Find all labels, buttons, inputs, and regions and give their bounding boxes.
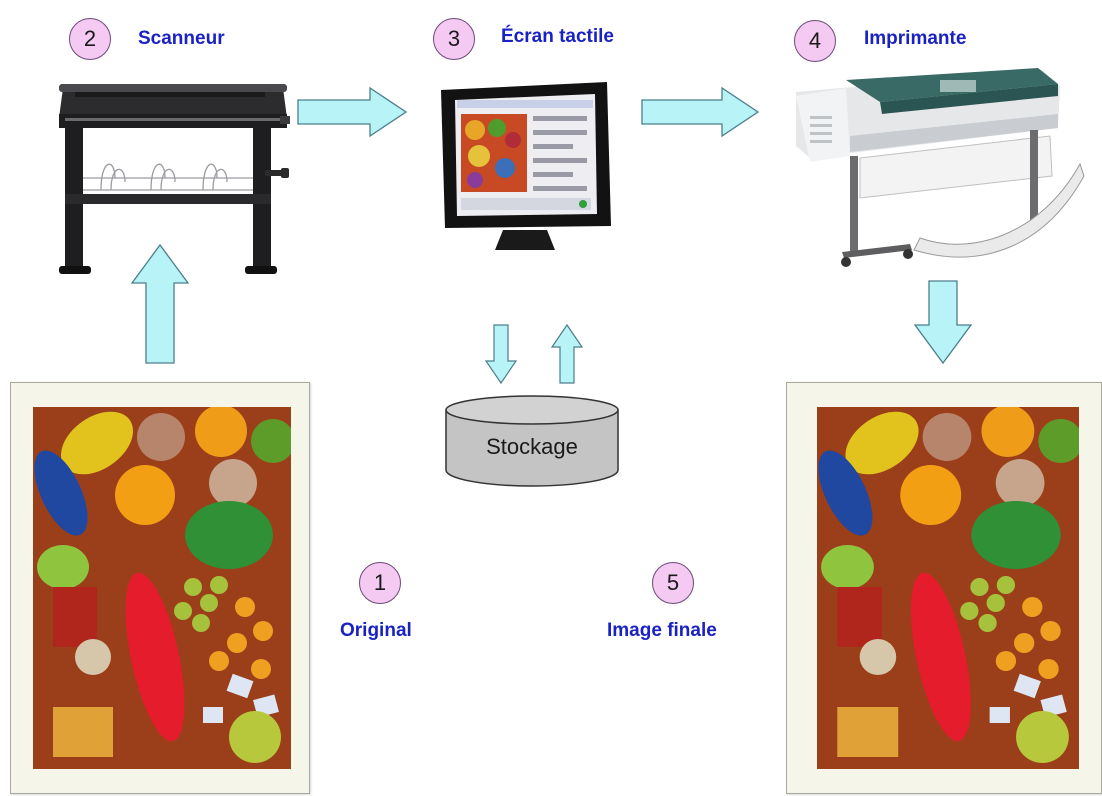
original-fruit-image: [33, 407, 291, 769]
storage-cylinder-icon: [445, 395, 619, 487]
step-3-number: 3: [433, 18, 475, 60]
final-photo-frame: [786, 382, 1102, 794]
step-2-number: 2: [69, 18, 111, 60]
arrow-storage-to-screen: [550, 323, 584, 385]
step-4-label-printer: Imprimante: [864, 28, 967, 49]
step-1-label-original: Original: [340, 620, 412, 641]
step-4-number: 4: [794, 20, 836, 62]
storage-cylinder: Stockage: [444, 394, 620, 490]
step-1-number: 1: [359, 562, 401, 604]
original-photo-frame: [10, 382, 310, 794]
scanner-icon: [55, 78, 295, 278]
large-format-printer-icon: [790, 66, 1090, 286]
step-3-label-touch-screen: Écran tactile: [501, 26, 614, 47]
arrow-screen-to-printer: [640, 86, 760, 138]
step-5-number: 5: [652, 562, 694, 604]
step-5-label-final-image: Image finale: [607, 620, 717, 641]
final-fruit-image: [817, 407, 1079, 769]
touch-screen-monitor-icon: [435, 78, 615, 258]
step-2-label-scanner: Scanneur: [138, 28, 225, 49]
arrow-original-to-scanner: [130, 243, 190, 365]
arrow-screen-to-storage: [484, 323, 518, 385]
arrow-scanner-to-screen: [296, 86, 408, 138]
storage-label: Stockage: [486, 434, 578, 459]
arrow-printer-to-final-image: [913, 279, 973, 365]
